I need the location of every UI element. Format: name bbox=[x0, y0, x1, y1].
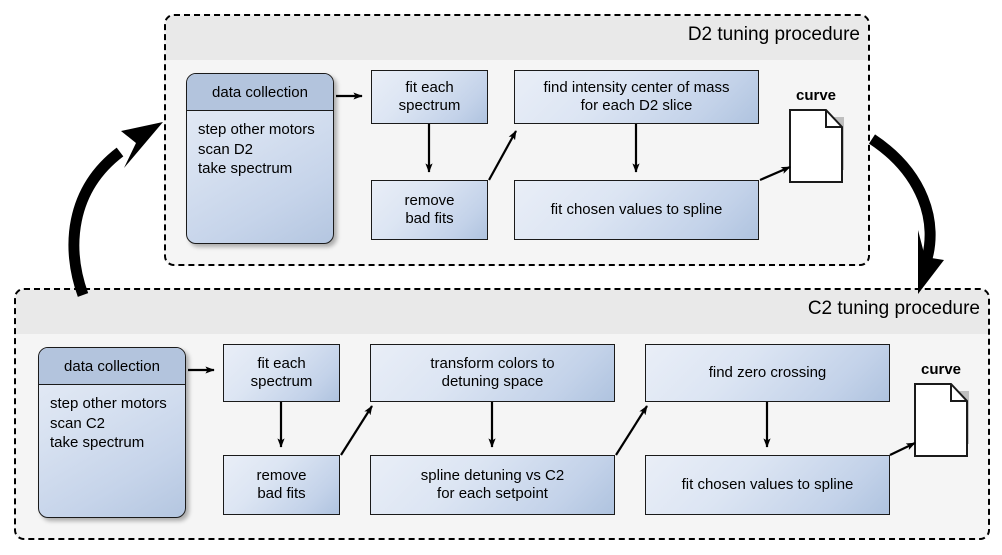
c2-output-label: curve bbox=[920, 361, 962, 378]
d2-container-title: D2 tuning procedure bbox=[687, 24, 860, 45]
d2-icm-line-2: for each D2 slice bbox=[580, 97, 693, 114]
c2-fit-line-2: spectrum bbox=[250, 373, 313, 390]
c2-fit-line-1: fit each bbox=[257, 355, 306, 373]
c2-sd-line-2: for each setpoint bbox=[437, 485, 548, 502]
c2-container-title: C2 tuning procedure bbox=[807, 298, 980, 319]
d2-step-fit-chosen-values-to-spline[interactable]: fit chosen values to spline bbox=[514, 180, 759, 240]
c2-fcv-line-1: fit chosen values to spline bbox=[681, 476, 854, 494]
c2-dc-line-1: step other motors bbox=[50, 395, 167, 412]
d2-fit-line-2: spectrum bbox=[398, 97, 461, 114]
c2-step-find-zero-crossing[interactable]: find zero crossing bbox=[645, 344, 890, 402]
c2-sd-line-1: spline detuning vs C2 bbox=[420, 467, 565, 485]
c2-remove-line-1: remove bbox=[256, 467, 307, 485]
loop-arrow-d2-to-c2 bbox=[868, 134, 944, 294]
d2-fit-line-1: fit each bbox=[405, 79, 454, 97]
d2-step-find-intensity-center-of-mass[interactable]: find intensity center of mass for each D… bbox=[514, 70, 759, 124]
c2-data-collection-body: step other motors scan C2 take spectrum bbox=[39, 385, 185, 453]
c2-step-remove-bad-fits[interactable]: remove bad fits bbox=[223, 455, 340, 515]
loop-arrow-c2-to-d2 bbox=[68, 122, 163, 297]
c2-fzc-line-1: find zero crossing bbox=[708, 364, 827, 382]
d2-output-document-icon bbox=[788, 108, 850, 188]
d2-icm-line-1: find intensity center of mass bbox=[543, 79, 730, 97]
d2-container-header bbox=[166, 16, 868, 60]
d2-step-fit-each-spectrum[interactable]: fit each spectrum bbox=[371, 70, 488, 124]
c2-output-document-icon bbox=[913, 382, 975, 462]
d2-remove-line-2: bad fits bbox=[405, 210, 454, 227]
c2-data-collection-header: data collection bbox=[39, 348, 185, 385]
c2-dc-line-2: scan C2 bbox=[50, 414, 106, 432]
d2-data-collection-body: step other motors scan D2 take spectrum bbox=[187, 111, 333, 179]
d2-data-collection-box[interactable]: data collection step other motors scan D… bbox=[186, 73, 334, 244]
c2-remove-line-2: bad fits bbox=[257, 485, 306, 502]
d2-data-collection-header: data collection bbox=[187, 74, 333, 111]
c2-step-spline-detuning-vs-c2[interactable]: spline detuning vs C2 for each setpoint bbox=[370, 455, 615, 515]
c2-dc-line-3: take spectrum bbox=[50, 434, 145, 451]
c2-container-header bbox=[16, 290, 988, 334]
c2-data-collection-box[interactable]: data collection step other motors scan C… bbox=[38, 347, 186, 518]
d2-step-remove-bad-fits[interactable]: remove bad fits bbox=[371, 180, 488, 240]
d2-fcv-line-1: fit chosen values to spline bbox=[550, 201, 723, 219]
c2-step-transform-colors-to-detuning-space[interactable]: transform colors to detuning space bbox=[370, 344, 615, 402]
d2-output-label: curve bbox=[795, 87, 837, 104]
c2-step-fit-chosen-values-to-spline[interactable]: fit chosen values to spline bbox=[645, 455, 890, 515]
c2-step-fit-each-spectrum[interactable]: fit each spectrum bbox=[223, 344, 340, 402]
d2-dc-line-2: scan D2 bbox=[198, 140, 254, 158]
d2-dc-line-3: take spectrum bbox=[198, 160, 293, 177]
c2-tc-line-2: detuning space bbox=[441, 373, 544, 390]
d2-dc-line-1: step other motors bbox=[198, 121, 315, 138]
d2-remove-line-1: remove bbox=[404, 192, 455, 210]
c2-tc-line-1: transform colors to bbox=[430, 355, 555, 373]
